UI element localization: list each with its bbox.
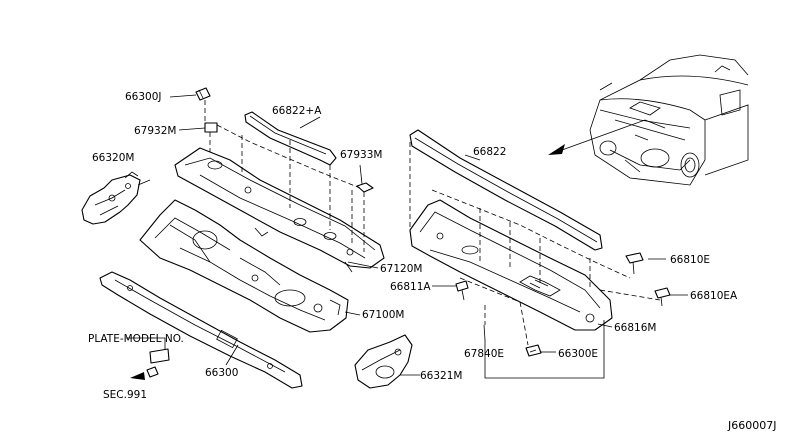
part-66300J-clip: [195, 87, 211, 101]
label-66810E: 66810E: [670, 254, 710, 266]
label-66810EA: 66810EA: [690, 290, 738, 302]
diagram-reference: J660007J: [727, 419, 776, 432]
part-66810EA-clip: [654, 287, 671, 307]
part-66321M-bracket: [354, 334, 413, 389]
label-66822: 66822: [473, 146, 506, 158]
vehicle-illustration: [548, 54, 749, 186]
label-66811A: 66811A: [390, 281, 431, 293]
part-67840E: [483, 324, 486, 341]
label-66300J: 66300J: [125, 91, 162, 103]
label-66300: 66300: [205, 367, 238, 379]
label-66816M: 66816M: [614, 322, 656, 334]
part-67120M-cowl-panel: [174, 147, 385, 273]
label-67933M: 67933M: [340, 149, 382, 161]
part-67933M-pad: [356, 182, 374, 193]
label-67932M: 67932M: [134, 125, 176, 137]
label-sec991: SEC.991: [103, 389, 147, 401]
label-67100M: 67100M: [362, 309, 404, 321]
part-66816M-cowl-top: [409, 199, 613, 331]
part-66822-cowl-seal: [409, 129, 603, 251]
part-67932M-pad: [204, 122, 218, 133]
label-66321M: 66321M: [420, 370, 462, 382]
part-66300E-clip: [525, 344, 542, 357]
label-66822A: 66822+A: [272, 105, 322, 117]
part-66320M-bracket: [81, 171, 141, 225]
part-66811A-screw: [455, 280, 469, 301]
part-66300-beam: [99, 271, 303, 389]
part-66822A-seal: [244, 111, 337, 166]
label-66300E: 66300E: [558, 348, 598, 360]
label-67840E: 67840E: [464, 348, 504, 360]
part-66810E-clip: [625, 252, 644, 275]
part-sec991-clip: [130, 366, 159, 380]
label-67120M: 67120M: [380, 263, 422, 275]
label-plate-model: PLATE-MODEL NO.: [88, 333, 184, 345]
part-67100M-dash-panel: [139, 199, 349, 333]
part-plate-model: [149, 348, 170, 364]
label-66320M: 66320M: [92, 152, 134, 164]
